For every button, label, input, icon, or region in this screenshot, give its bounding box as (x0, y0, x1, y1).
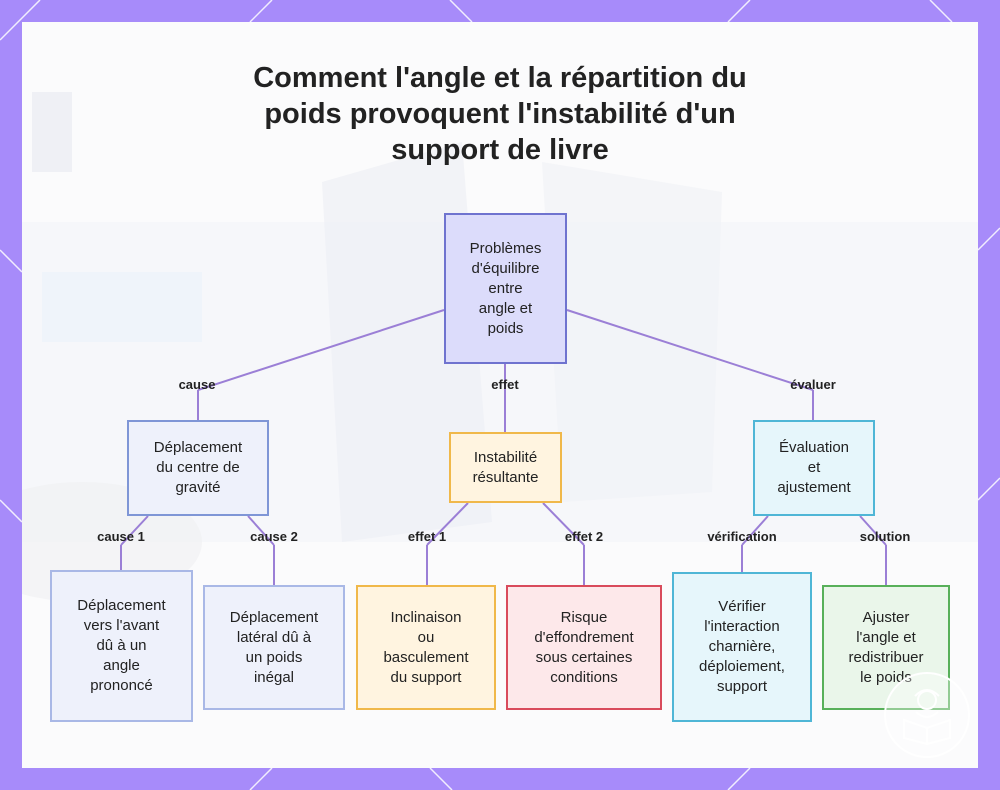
connector (566, 309, 814, 391)
leaf-label: Risque d'effondrement sous certaines con… (534, 608, 634, 686)
edge-label-cause-2: cause 2 (250, 529, 298, 544)
node-evaluation-adjustment: Évaluation et ajustement (753, 420, 875, 516)
title-line: poids provoquent l'instabilité d'un (264, 98, 736, 130)
leaf-forward-shift: Déplacement vers l'avant dû à un angle p… (50, 570, 193, 722)
leaf-label: Déplacement vers l'avant dû à un angle p… (77, 597, 166, 694)
leaf-label: Inclinaison ou basculement du support (383, 608, 469, 686)
node-label: Instabilité résultante (472, 448, 539, 486)
root-node: Problèmes d'équilibre entre angle et poi… (444, 213, 567, 364)
node-resulting-instability: Instabilité résultante (449, 432, 562, 503)
connector (426, 502, 469, 546)
leaf-lateral-shift: Déplacement latéral dû à un poids inégal (203, 585, 345, 710)
node-label: Évaluation et ajustement (777, 439, 851, 496)
title-line: support de livre (391, 134, 609, 166)
leaf-collapse-risk: Risque d'effondrement sous certaines con… (506, 585, 662, 710)
leaf-label: Vérifier l'interaction charnière, déploi… (699, 598, 785, 695)
edge-label-solution: solution (859, 529, 911, 544)
edge-label-cause-1: cause 1 (97, 529, 145, 544)
leaf-adjust-angle: Ajuster l'angle et redistribuer le poids (822, 585, 950, 710)
edge-label-verification: vérification (707, 529, 777, 544)
leaf-label: Déplacement latéral dû à un poids inégal (229, 608, 319, 686)
title-line: Comment l'angle et la répartition du (253, 62, 747, 94)
connector (120, 515, 149, 546)
leaf-verify-interaction: Vérifier l'interaction charnière, déploi… (672, 572, 812, 722)
node-gravity-shift: Déplacement du centre de gravité (127, 420, 269, 516)
edge-label-evaluer: évaluer (790, 377, 836, 392)
edge-label-effet-1: effet 1 (407, 529, 447, 544)
edge-label-effet: effet (491, 377, 519, 392)
root-node-label: Problèmes d'équilibre entre angle et poi… (469, 239, 542, 337)
connector (197, 309, 445, 391)
leaf-label: Ajuster l'angle et redistribuer le poids (848, 608, 924, 686)
connector (542, 502, 585, 546)
connector (859, 515, 887, 546)
leaf-tilting: Inclinaison ou basculement du support (356, 585, 496, 710)
edge-label-effet-2: effet 2 (564, 529, 604, 544)
connector (247, 515, 275, 546)
diagram-title: Comment l'angle et la répartition du poi… (0, 60, 1000, 168)
book-reader-icon (884, 672, 970, 758)
edge-label-cause: cause (178, 377, 216, 392)
connector (741, 515, 769, 546)
node-label: Déplacement du centre de gravité (153, 439, 243, 496)
